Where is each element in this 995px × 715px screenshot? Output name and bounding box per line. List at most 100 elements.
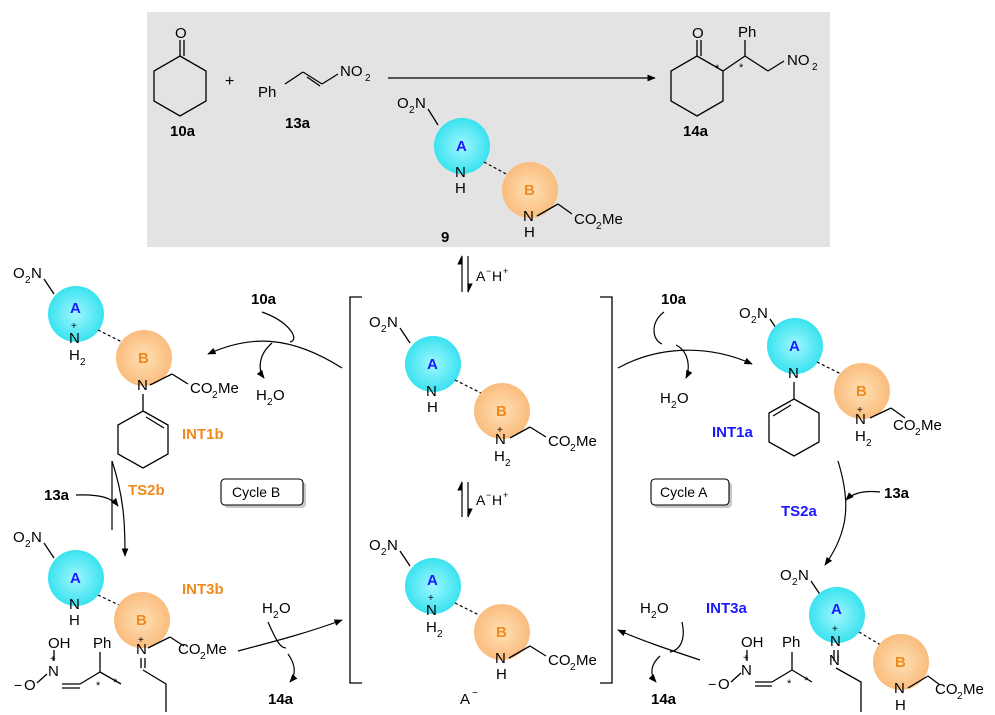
svg-text:2: 2 — [671, 400, 677, 411]
svg-text:*: * — [715, 63, 720, 75]
product-structure: O Ph NO 2 * * — [670, 24, 818, 117]
acid-label-top: A — [476, 268, 486, 284]
svg-text:2: 2 — [437, 629, 443, 640]
svg-text:O: O — [677, 390, 689, 407]
svg-text:−: − — [486, 266, 491, 276]
svg-text:N: N — [894, 680, 905, 697]
svg-text:Me: Me — [576, 652, 597, 669]
svg-text:O: O — [279, 600, 291, 617]
svg-text:10a: 10a — [251, 291, 277, 308]
svg-text:2: 2 — [365, 73, 371, 84]
svg-text:14a: 14a — [268, 691, 294, 708]
arrow-to-int1a — [617, 349, 753, 369]
svg-text:O: O — [13, 265, 25, 282]
ring-a-ball — [434, 118, 490, 174]
arrow-int3b-to-center — [237, 619, 343, 652]
svg-text:NO: NO — [340, 63, 363, 80]
svg-text:2: 2 — [812, 62, 818, 73]
svg-text:CO: CO — [935, 681, 958, 698]
svg-text:O: O — [739, 305, 751, 322]
svg-text:13a: 13a — [44, 487, 70, 504]
svg-text:N: N — [426, 602, 437, 619]
svg-text:*: * — [787, 678, 792, 690]
svg-text:Ph: Ph — [93, 635, 111, 652]
carbonyl-o-label: O — [175, 25, 187, 42]
cyclohexanone-structure: O — [153, 25, 207, 117]
svg-text:Me: Me — [218, 380, 239, 397]
svg-text:+: + — [832, 624, 838, 635]
svg-text:Ph: Ph — [258, 84, 276, 101]
svg-text:CO: CO — [574, 211, 597, 228]
int3b-structure: O 2 N A N H B + N CO 2 Me * Ph * N + OH … — [13, 529, 227, 712]
svg-text:H: H — [895, 697, 906, 714]
svg-text:CO: CO — [190, 380, 213, 397]
svg-text:N: N — [31, 529, 42, 546]
ts2a-label: TS2a — [781, 503, 818, 520]
svg-text:N: N — [387, 314, 398, 331]
svg-text:B: B — [138, 350, 149, 367]
svg-text:+: + — [138, 635, 144, 646]
svg-text:H: H — [426, 619, 437, 636]
svg-text:Me: Me — [963, 681, 984, 698]
cycle-a-box: Cycle A — [650, 478, 732, 508]
left-bracket — [349, 296, 362, 684]
svg-text:2: 2 — [792, 577, 798, 588]
svg-text:H: H — [455, 180, 466, 197]
svg-text:Me: Me — [921, 417, 942, 434]
svg-text:O: O — [369, 314, 381, 331]
svg-text:+: + — [743, 653, 749, 664]
svg-text:+: + — [71, 321, 77, 332]
svg-text:−: − — [708, 676, 716, 692]
svg-text:2: 2 — [267, 397, 273, 408]
acid-label-center: A — [476, 492, 486, 508]
svg-text:A: A — [70, 570, 81, 587]
svg-text:N: N — [788, 365, 799, 382]
svg-text:H: H — [640, 600, 651, 617]
svg-text:A: A — [789, 338, 800, 355]
svg-text:13a: 13a — [884, 485, 910, 502]
svg-text:O: O — [13, 529, 25, 546]
svg-text:2: 2 — [505, 458, 511, 469]
svg-text:+: + — [50, 654, 56, 665]
int1b-label: INT1b — [182, 426, 224, 443]
svg-text:2: 2 — [200, 651, 206, 662]
svg-text:OH: OH — [741, 634, 764, 651]
svg-text:N: N — [830, 633, 841, 650]
svg-text:CO: CO — [893, 417, 916, 434]
svg-text:N: N — [455, 164, 466, 181]
svg-text:O: O — [369, 537, 381, 554]
svg-text:H: H — [69, 347, 80, 364]
svg-text:CO: CO — [178, 641, 201, 658]
svg-text:H: H — [855, 428, 866, 445]
svg-text:O: O — [24, 677, 36, 694]
svg-text:H: H — [494, 448, 505, 465]
svg-text:2: 2 — [866, 438, 872, 449]
svg-text:2: 2 — [409, 105, 415, 116]
svg-text:*: * — [804, 675, 809, 687]
svg-text:Cycle A: Cycle A — [660, 484, 708, 500]
svg-text:N: N — [69, 596, 80, 613]
svg-text:N: N — [426, 383, 437, 400]
catalyst-9-structure: O 2 N A N H B N H CO 2 Me — [397, 95, 623, 241]
svg-text:NO: NO — [787, 52, 810, 69]
svg-text:2: 2 — [381, 324, 387, 335]
svg-text:O: O — [718, 676, 730, 693]
svg-text:2: 2 — [570, 662, 576, 673]
int1a-label: INT1a — [712, 424, 754, 441]
int3a-label: INT3a — [706, 600, 748, 617]
svg-text:−: − — [472, 688, 478, 699]
svg-text:2: 2 — [381, 547, 387, 558]
svg-text:O: O — [273, 387, 285, 404]
svg-text:N: N — [31, 265, 42, 282]
int3a-structure: O 2 N A + N B N H CO 2 Me N * Ph * N + O… — [708, 567, 984, 714]
svg-text:2: 2 — [596, 221, 602, 232]
svg-text:N: N — [829, 652, 840, 669]
svg-text:N: N — [741, 662, 752, 679]
svg-text:−: − — [14, 677, 22, 693]
svg-text:*: * — [113, 677, 118, 689]
svg-text:O: O — [397, 95, 409, 112]
int1a-structure: O 2 N A N B + N H 2 CO 2 Me — [739, 305, 942, 457]
svg-text:CO: CO — [548, 652, 571, 669]
center-b-protonated: O 2 N A N H B + N H 2 CO 2 Me — [369, 314, 597, 469]
